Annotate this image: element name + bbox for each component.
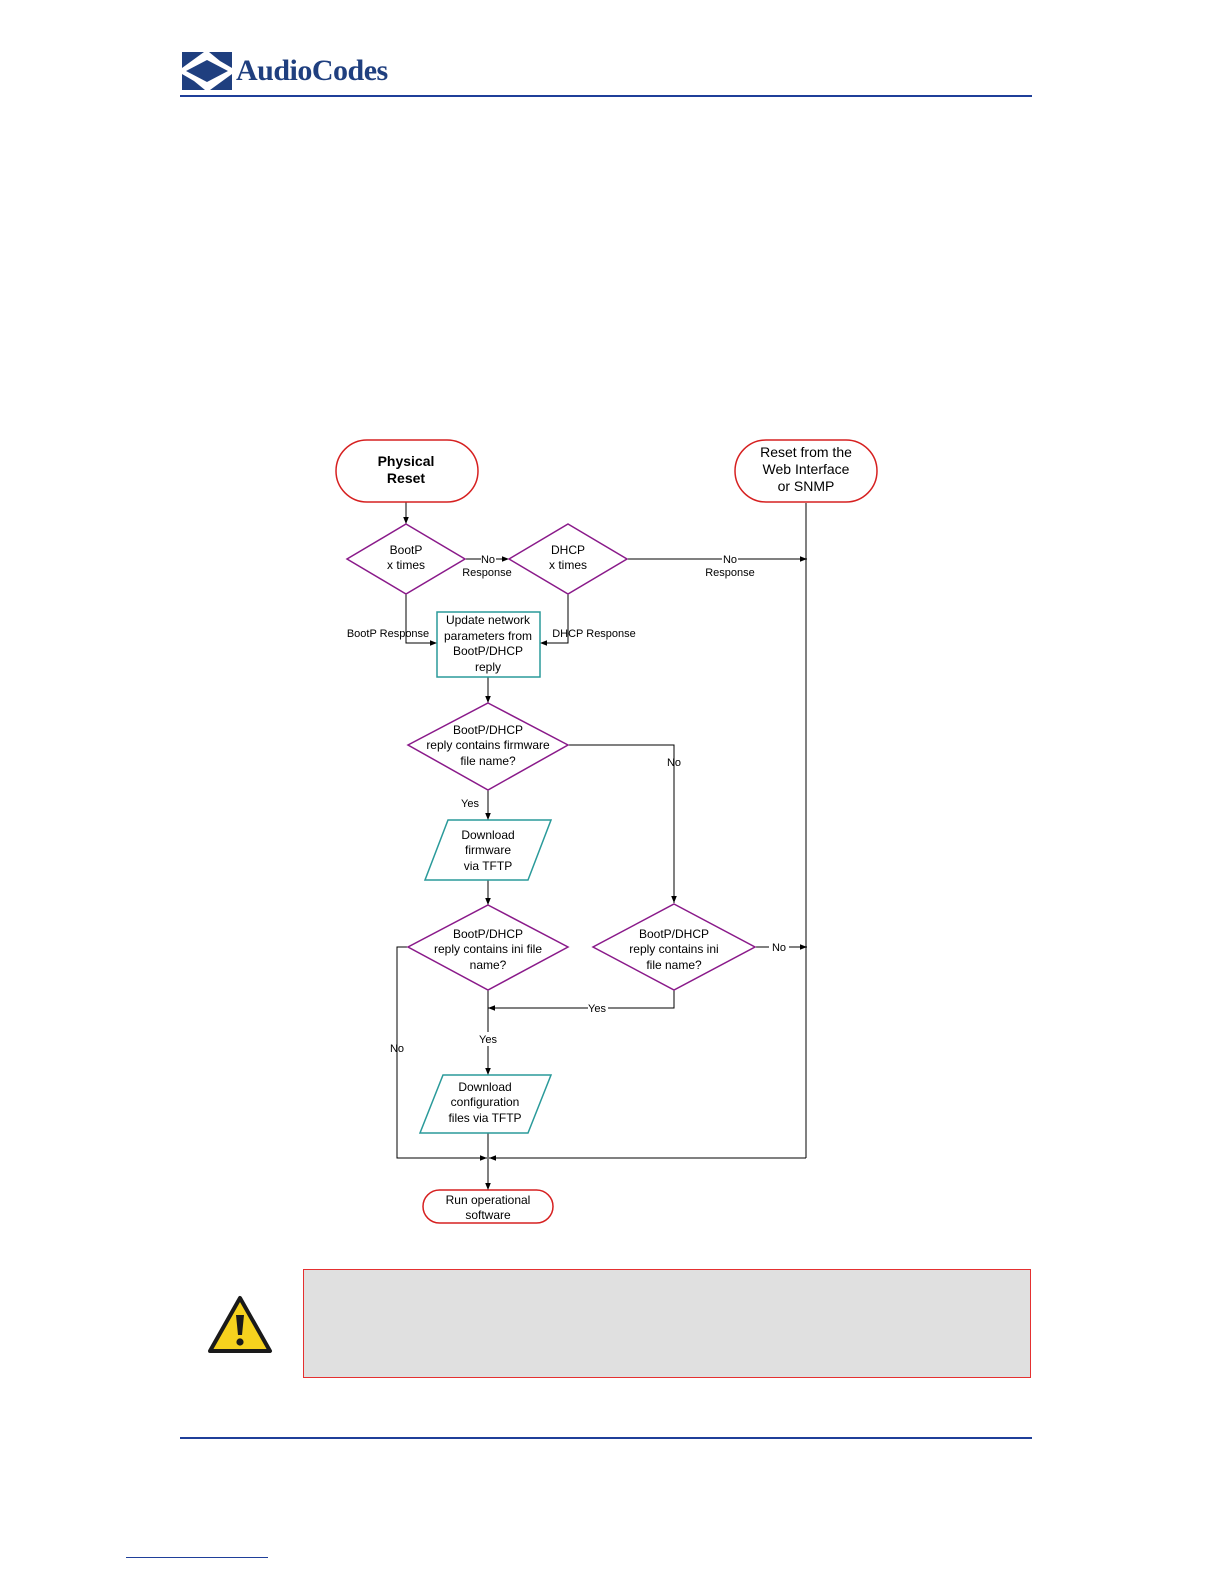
- label-yes-ini-left: Yes: [479, 1034, 497, 1046]
- label-dhcp-response: DHCP Response: [552, 628, 636, 640]
- label-no-dhcp: No: [723, 554, 737, 566]
- svg-text:reply contains ini file: reply contains ini file: [434, 942, 542, 956]
- svg-text:BootP: BootP: [390, 543, 423, 557]
- label-no-ini-left: No: [390, 1043, 404, 1055]
- note-box: [303, 1269, 1031, 1378]
- svg-text:Update network: Update network: [446, 613, 531, 627]
- header-rule: [180, 95, 1032, 97]
- label-response-dhcp: Response: [705, 567, 755, 579]
- label-no-bootp: No: [481, 554, 495, 566]
- svg-text:BootP/DHCP: BootP/DHCP: [453, 644, 523, 658]
- svg-text:parameters from: parameters from: [444, 629, 532, 643]
- svg-text:reply: reply: [475, 660, 501, 674]
- svg-text:name?: name?: [470, 958, 507, 972]
- svg-text:Download: Download: [461, 828, 514, 842]
- svg-text:file name?: file name?: [646, 958, 702, 972]
- svg-text:DHCP: DHCP: [551, 543, 585, 557]
- terminal-physical-reset: Physical Reset: [335, 439, 479, 503]
- svg-text:reply contains firmware: reply contains firmware: [426, 738, 550, 752]
- svg-text:software: software: [465, 1208, 511, 1222]
- decision-ini-file-name-right: BootP/DHCP reply contains ini file name?: [591, 903, 757, 991]
- svg-text:Download: Download: [458, 1080, 511, 1094]
- decision-ini-file-name-left: BootP/DHCP reply contains ini file name?: [406, 904, 570, 991]
- svg-text:x times: x times: [549, 558, 587, 572]
- svg-text:reply contains ini: reply contains ini: [629, 942, 718, 956]
- label-response-bootp: Response: [462, 567, 512, 579]
- decision-dhcp: DHCP x times: [507, 523, 629, 595]
- connector-labels: No Response No Response BootP Response D…: [347, 554, 786, 1055]
- svg-text:Web Interface: Web Interface: [763, 461, 850, 477]
- svg-text:firmware: firmware: [465, 843, 511, 857]
- label-no-firmware: No: [667, 757, 681, 769]
- audiocodes-logo-mark: [182, 52, 232, 90]
- svg-text:file name?: file name?: [460, 754, 516, 768]
- svg-text:BootP/DHCP: BootP/DHCP: [453, 927, 523, 941]
- svg-text:Reset: Reset: [387, 470, 425, 486]
- label-no-ini-right: No: [772, 942, 786, 954]
- decision-bootp: BootP x times: [345, 523, 467, 595]
- svg-text:configuration: configuration: [451, 1095, 520, 1109]
- footer-rule: [180, 1437, 1032, 1439]
- decision-firmware-file-name: BootP/DHCP reply contains firmware file …: [406, 702, 570, 791]
- warning-icon: [207, 1295, 273, 1360]
- label-yes-ini-right: Yes: [588, 1003, 606, 1015]
- svg-text:BootP/DHCP: BootP/DHCP: [639, 927, 709, 941]
- svg-text:Physical: Physical: [378, 453, 435, 469]
- svg-text:or SNMP: or SNMP: [778, 478, 835, 494]
- label-bootp-response: BootP Response: [347, 628, 429, 640]
- flowchart-connectors: [396, 502, 807, 1190]
- terminal-reset-web-snmp: Reset from the Web Interface or SNMP: [734, 439, 878, 503]
- svg-text:files via TFTP: files via TFTP: [448, 1111, 521, 1125]
- brand-name: AudioCodes: [236, 54, 388, 87]
- terminal-run-operational-software: Run operational software: [422, 1189, 554, 1224]
- svg-text:via TFTP: via TFTP: [464, 859, 512, 873]
- svg-text:Reset from the: Reset from the: [760, 444, 852, 460]
- svg-text:x times: x times: [387, 558, 425, 572]
- svg-text:Run operational: Run operational: [446, 1193, 531, 1207]
- svg-text:BootP/DHCP: BootP/DHCP: [453, 723, 523, 737]
- io-download-firmware: Download firmware via TFTP: [423, 819, 553, 881]
- label-yes-firmware: Yes: [461, 798, 479, 810]
- footnote-rule: [126, 1557, 268, 1558]
- process-update-network-parameters: Update network parameters from BootP/DHC…: [436, 611, 541, 678]
- io-download-configuration-files: Download configuration files via TFTP: [418, 1074, 553, 1134]
